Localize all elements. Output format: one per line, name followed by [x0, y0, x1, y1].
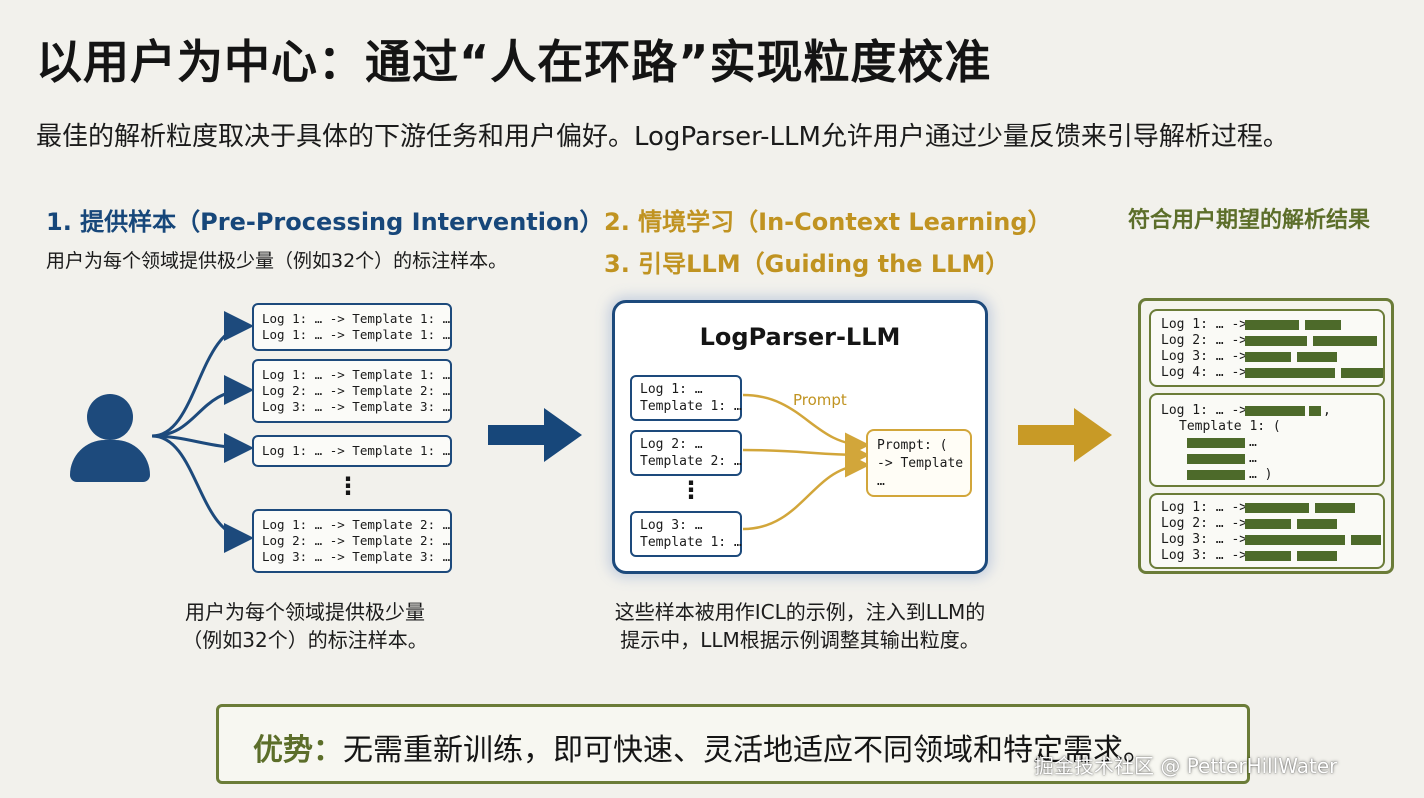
page-title: 以用户为中心：通过“人在环路”实现粒度校准 [36, 35, 992, 89]
result-box-1: Log 1: … -> Log 2: … -> Log 3: … -> Log … [1149, 309, 1385, 387]
arrow-right-icon [1018, 408, 1112, 462]
prompt-box: Prompt: ( -> Template … [866, 429, 972, 497]
advantage-label: 优势： [253, 733, 343, 768]
result-line: Log 3: … -> [1161, 548, 1248, 563]
advantage-body: 无需重新训练，即可快速、灵活地适应不同领域和特定需求。 [343, 733, 1153, 768]
icl-example-3: Log 3: … Template 1: … [630, 511, 742, 557]
result-line: Log 4: … -> [1161, 365, 1248, 380]
prompt-label: Prompt [793, 391, 847, 409]
watermark: 掘金技术社区 @ PetterHillWater [1034, 754, 1338, 778]
step1-desc: 用户为每个领域提供极少量（例如32个）的标注样本。 [46, 250, 508, 272]
result-line: Log 2: … -> [1161, 516, 1248, 531]
user-icon [70, 394, 150, 484]
step2-title: 2. 情境学习（In-Context Learning） [604, 208, 1052, 236]
result-line: … [1249, 451, 1257, 466]
result-line: … [1249, 435, 1257, 450]
advantage-text: 优势：无需重新训练，即可快速、灵活地适应不同领域和特定需求。 [253, 725, 1153, 769]
icl-example-1: Log 1: … Template 1: … [630, 375, 742, 421]
step1-caption-line1: 用户为每个领域提供极少量 [185, 600, 425, 624]
result-line: Template 1: ( [1179, 419, 1281, 434]
ellipsis-vertical: ⋮ [679, 476, 703, 504]
sample-box-1: Log 1: … -> Template 1: … Log 1: … -> Te… [252, 303, 452, 351]
result-line: Log 1: … -> [1161, 317, 1248, 332]
result-line: Log 3: … -> [1161, 349, 1248, 364]
sample-box-3: Log 1: … -> Template 1: … [252, 435, 452, 467]
step2-caption-line1: 这些样本被用作ICL的示例，注入到LLM的 [614, 600, 986, 624]
arrow-right-icon [488, 408, 582, 462]
ellipsis-vertical: ⋮ [336, 472, 360, 500]
result-box-2: Log 1: … -> , Template 1: ( … … … ) [1149, 393, 1385, 487]
sample-box-4: Log 1: … -> Template 2: … Log 2: … -> Te… [252, 509, 452, 573]
sample-box-2: Log 1: … -> Template 1: … Log 2: … -> Te… [252, 359, 452, 423]
result-panel: Log 1: … -> Log 2: … -> Log 3: … -> Log … [1138, 298, 1394, 574]
result-line: Log 3: … -> [1161, 532, 1248, 547]
result-line: Log 1: … -> [1161, 403, 1248, 418]
result-line: Log 2: … -> [1161, 333, 1248, 348]
result-box-3: Log 1: … -> Log 2: … -> Log 3: … -> Log … [1149, 493, 1385, 569]
step1-caption-line2: （例如32个）的标注样本。 [182, 628, 428, 652]
llm-title: LogParser-LLM [699, 323, 901, 351]
fan-arrows [151, 311, 254, 553]
prompt-arrows [743, 393, 870, 531]
result-line: Log 1: … -> [1161, 500, 1248, 515]
step3-title: 3. 引导LLM（Guiding the LLM） [604, 250, 1010, 278]
step2-caption-line2: 提示中，LLM根据示例调整其输出粒度。 [620, 628, 980, 652]
page-subtitle: 最佳的解析粒度取决于具体的下游任务和用户偏好。LogParser-LLM允许用户… [36, 122, 1289, 152]
llm-box: LogParser-LLM Log 1: … Template 1: … Log… [612, 300, 988, 574]
step1-title: 1. 提供样本（Pre-Processing Intervention） [46, 208, 604, 236]
icl-example-2: Log 2: … Template 2: … [630, 430, 742, 476]
result-line: , [1323, 403, 1331, 418]
advantage-banner: 优势：无需重新训练，即可快速、灵活地适应不同领域和特定需求。 [216, 704, 1250, 784]
result-line: … ) [1249, 467, 1273, 482]
result-title: 符合用户期望的解析结果 [1128, 208, 1371, 233]
